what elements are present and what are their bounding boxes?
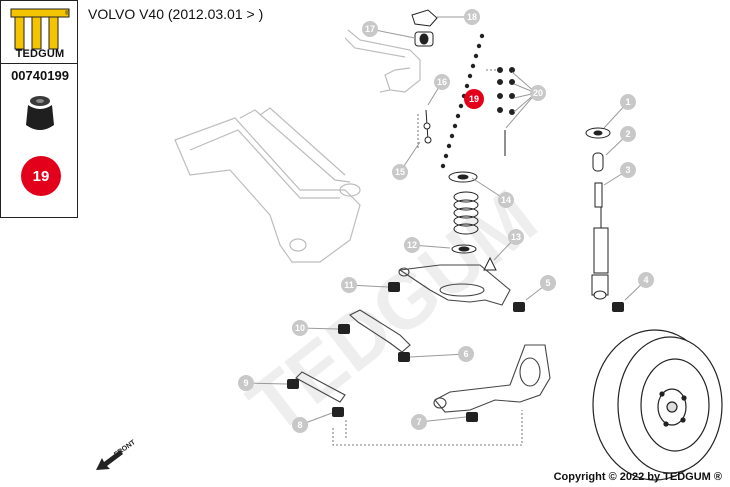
bushing-4 <box>612 302 624 312</box>
watermark-text: TEDGUM <box>232 173 553 450</box>
svg-text:10: 10 <box>295 323 305 333</box>
callout-12: 12 <box>404 237 420 253</box>
callout-20: 20 <box>530 85 546 101</box>
svg-text:18: 18 <box>467 12 477 22</box>
callout-16: 16 <box>434 74 450 90</box>
bushing-photo-icon <box>26 96 54 130</box>
callouts: 1 2 3 4 5 6 7 8 9 10 11 12 13 14 15 16 1… <box>238 9 654 433</box>
callout-15: 15 <box>392 164 408 180</box>
svg-text:4: 4 <box>643 275 648 285</box>
bushing-5 <box>513 302 525 312</box>
callout-13: 13 <box>508 229 524 245</box>
svg-text:15: 15 <box>395 167 405 177</box>
highlight-callout-badge: 19 <box>21 156 61 196</box>
bushings <box>287 282 624 422</box>
bushing-9 <box>287 379 299 389</box>
svg-text:7: 7 <box>416 417 421 427</box>
callout-19: 19 <box>464 89 484 109</box>
divider <box>1 63 77 64</box>
bushing-7 <box>466 412 478 422</box>
bushing-10 <box>338 324 350 334</box>
wheel-drum <box>592 329 723 481</box>
svg-text:13: 13 <box>511 232 521 242</box>
watermark: TEDGUM <box>232 173 553 450</box>
svg-text:1: 1 <box>625 97 630 107</box>
callout-14: 14 <box>498 192 514 208</box>
upper-arm <box>398 264 511 306</box>
svg-text:5: 5 <box>545 278 550 288</box>
callout-17: 17 <box>362 21 378 37</box>
part-info-panel: ® TEDGUM 00740199 19 <box>0 0 78 218</box>
copyright-notice: Copyright © 2022 by TEDGUM ® <box>553 471 722 483</box>
svg-text:8: 8 <box>297 420 302 430</box>
svg-text:20: 20 <box>533 88 543 98</box>
callout-2: 2 <box>620 126 636 142</box>
callout-4: 4 <box>638 272 654 288</box>
svg-text:11: 11 <box>344 280 354 290</box>
stabilizer-bushing <box>411 9 438 47</box>
brand-name: TEDGUM <box>15 48 65 60</box>
callout-10: 10 <box>292 320 308 336</box>
tedgum-logo-icon: ® <box>10 8 70 50</box>
part-number: 00740199 <box>11 68 69 83</box>
svg-text:®: ® <box>65 10 70 17</box>
callout-8: 8 <box>292 417 308 433</box>
lower-arm <box>349 309 411 353</box>
track-rod <box>295 371 346 403</box>
svg-text:12: 12 <box>407 240 417 250</box>
callout-18: 18 <box>464 9 480 25</box>
bushing-6 <box>398 352 410 362</box>
stabilizer-bar <box>344 29 421 93</box>
guide-lines <box>332 69 523 446</box>
small-parts-20 <box>497 67 515 156</box>
callout-11: 11 <box>341 277 357 293</box>
svg-text:16: 16 <box>437 77 447 87</box>
subframe <box>174 107 361 263</box>
svg-text:6: 6 <box>463 349 468 359</box>
svg-text:3: 3 <box>625 165 630 175</box>
bolt-strip-19 <box>440 33 485 169</box>
svg-text:FRONT: FRONT <box>113 439 137 459</box>
callout-7: 7 <box>411 414 427 430</box>
callout-5: 5 <box>540 275 556 291</box>
svg-text:9: 9 <box>243 378 248 388</box>
callout-3: 3 <box>620 162 636 178</box>
page-title: VOLVO V40 (2012.03.01 > ) <box>88 6 264 22</box>
svg-text:19: 19 <box>469 94 479 104</box>
callout-1: 1 <box>620 94 636 110</box>
callout-9: 9 <box>238 375 254 391</box>
callout-6: 6 <box>458 346 474 362</box>
svg-text:17: 17 <box>365 24 375 34</box>
stabilizer-link <box>423 109 432 144</box>
svg-text:2: 2 <box>625 129 630 139</box>
bushing-11 <box>388 282 400 292</box>
trailing-arm <box>433 344 551 413</box>
front-arrow: FRONT <box>96 439 137 470</box>
svg-text:14: 14 <box>501 195 511 205</box>
coil-spring <box>448 171 497 271</box>
bushing-8 <box>332 407 344 417</box>
shock-absorber <box>585 127 611 300</box>
